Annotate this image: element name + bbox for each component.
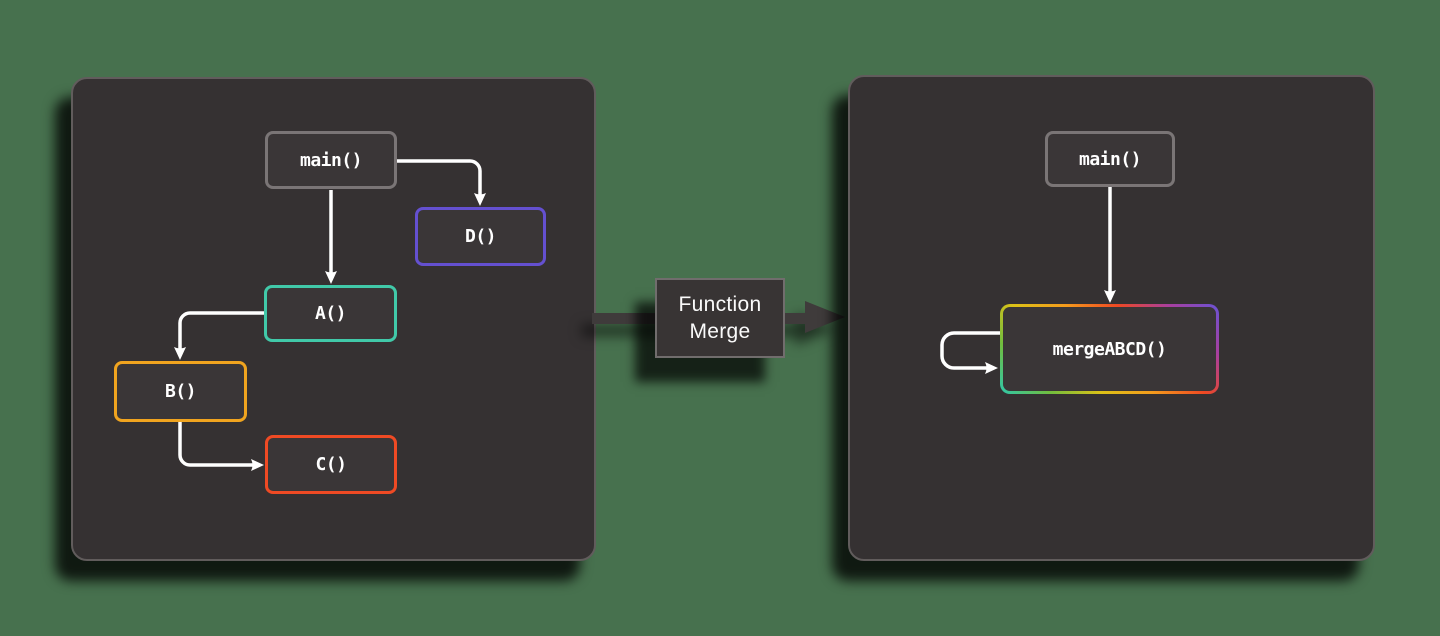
arrow-head-icon [805, 301, 845, 333]
node-main-before-label: main() [299, 149, 363, 171]
before-merge-panel: main() D() A() B() C() [71, 77, 596, 561]
function-merge-box: Function Merge [655, 278, 785, 358]
node-main-before: main() [265, 131, 397, 189]
node-b-label: B() [164, 381, 197, 402]
merge-node-gradient-border: mergeABCD() [1000, 304, 1219, 394]
node-main-after: main() [1045, 131, 1175, 187]
node-b: B() [114, 361, 247, 422]
node-a-label: A() [314, 303, 347, 324]
edge-merge-self-loop [940, 331, 1000, 374]
after-merge-panel: main() mergeABCD() [848, 75, 1375, 561]
edge-a-to-b [174, 311, 264, 360]
function-merge-label: Function Merge [678, 293, 762, 343]
node-c-label: C() [315, 454, 347, 475]
edge-main-to-d [397, 159, 486, 206]
node-a: A() [264, 285, 397, 342]
node-main-after-label: main() [1078, 148, 1142, 170]
node-c: C() [265, 435, 397, 494]
node-d-label: D() [464, 226, 497, 247]
node-mergeabcd: mergeABCD() [1003, 307, 1216, 391]
node-d: D() [415, 207, 546, 266]
node-mergeabcd-label: mergeABCD() [1052, 338, 1167, 360]
edge-b-to-c [178, 422, 264, 471]
